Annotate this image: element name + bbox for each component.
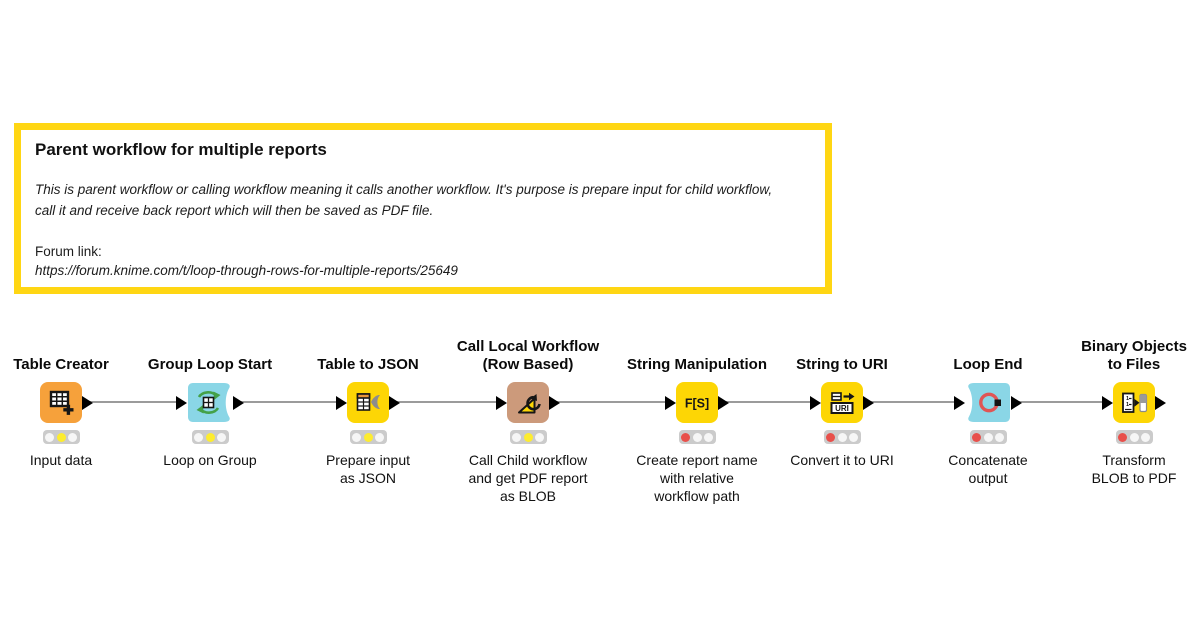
output-port[interactable] (82, 395, 93, 410)
annotation-forum-link[interactable]: https://forum.knime.com/t/loop-through-r… (35, 262, 458, 278)
node-title: String to URI (796, 356, 888, 373)
workflow-annotation[interactable]: Parent workflow for multiple reports Thi… (14, 123, 832, 294)
connection[interactable] (554, 401, 671, 403)
string-to-uri-icon: URI (830, 391, 855, 414)
node-title: Table Creator (13, 356, 109, 373)
status-traffic-light (349, 430, 387, 444)
node-body[interactable] (507, 382, 549, 423)
node-title: Call Local Workflow (Row Based) (456, 338, 600, 373)
node-body[interactable]: 1 1 (1113, 382, 1155, 423)
input-port[interactable] (810, 395, 821, 410)
svg-text:1: 1 (1126, 402, 1129, 408)
node-body[interactable] (40, 382, 82, 423)
node-label: Concatenate output (948, 452, 1028, 486)
node-loop-end[interactable]: Loop End Concatenate output (903, 330, 1073, 488)
node-title: Loop End (953, 356, 1023, 373)
node-string-manipulation[interactable]: String Manipulation F[S] Create report n… (612, 330, 782, 506)
node-group-loop-start[interactable]: Group Loop Start (125, 330, 295, 470)
node-label: Input data (29, 452, 93, 468)
status-traffic-light (823, 430, 861, 444)
binary-to-file-icon: 1 1 (1122, 392, 1148, 413)
loop-end-icon (979, 392, 1001, 413)
input-port[interactable] (1102, 395, 1113, 410)
node-body[interactable]: URI (821, 382, 863, 423)
loop-start-shape[interactable] (187, 382, 233, 423)
input-port[interactable] (176, 395, 187, 410)
status-traffic-light (509, 430, 547, 444)
svg-text:F[S]: F[S] (685, 396, 709, 410)
table-plus-icon (49, 390, 74, 415)
annotation-title: Parent workflow for multiple reports (35, 140, 327, 159)
node-binary-objects-to-files[interactable]: Binary Objects to Files 1 1 (1049, 330, 1200, 488)
node-label: Convert it to URI (790, 452, 894, 468)
call-workflow-icon (518, 393, 541, 413)
node-table-creator[interactable]: Table Creator Input data (0, 330, 146, 470)
connection[interactable] (87, 401, 184, 403)
output-port[interactable] (549, 395, 560, 410)
annotation-body: This is parent workflow or calling workf… (35, 182, 773, 218)
status-traffic-light (678, 430, 716, 444)
connection[interactable] (1014, 401, 1108, 403)
input-port[interactable] (336, 395, 347, 410)
status-traffic-light (969, 430, 1007, 444)
node-label: Create report name with relative workflo… (636, 452, 758, 504)
group-loop-icon (196, 391, 221, 414)
connection[interactable] (236, 401, 342, 403)
output-port[interactable] (718, 395, 729, 410)
node-string-to-uri[interactable]: String to URI URI Co (757, 330, 927, 470)
status-traffic-light (42, 430, 80, 444)
status-traffic-light (1115, 430, 1153, 444)
connection[interactable] (868, 401, 962, 403)
output-port[interactable] (1011, 395, 1022, 410)
connection[interactable] (723, 401, 816, 403)
node-body[interactable]: F[S] (676, 382, 718, 423)
output-port[interactable] (389, 395, 400, 410)
node-label: Call Child workflow and get PDF report a… (468, 452, 588, 504)
node-title: String Manipulation (627, 356, 767, 373)
node-label: Prepare input as JSON (325, 452, 411, 486)
node-body[interactable] (347, 382, 389, 423)
node-title: Binary Objects to Files (1081, 338, 1187, 373)
node-title: Group Loop Start (147, 356, 273, 373)
node-call-local-workflow[interactable]: Call Local Workflow (Row Based) Call Chi… (443, 330, 613, 506)
output-port[interactable] (233, 395, 244, 410)
input-port[interactable] (665, 395, 676, 410)
annotation-forum-label: Forum link: (35, 243, 102, 259)
node-table-to-json[interactable]: Table to JSON Prepa (283, 330, 453, 488)
node-label: Loop on Group (163, 452, 257, 468)
node-label: Transform BLOB to PDF (1091, 452, 1177, 486)
string-function-icon: F[S] (685, 396, 709, 410)
svg-text:1: 1 (1126, 396, 1129, 402)
output-port[interactable] (863, 395, 874, 410)
loop-end-shape[interactable] (965, 382, 1011, 423)
svg-text:URI: URI (835, 404, 849, 413)
connection[interactable] (394, 401, 502, 403)
input-port[interactable] (496, 395, 507, 410)
table-to-json-icon (356, 392, 380, 411)
output-port[interactable] (1155, 395, 1166, 410)
status-traffic-light (191, 430, 229, 444)
node-title: Table to JSON (317, 356, 419, 373)
input-port[interactable] (954, 395, 965, 410)
